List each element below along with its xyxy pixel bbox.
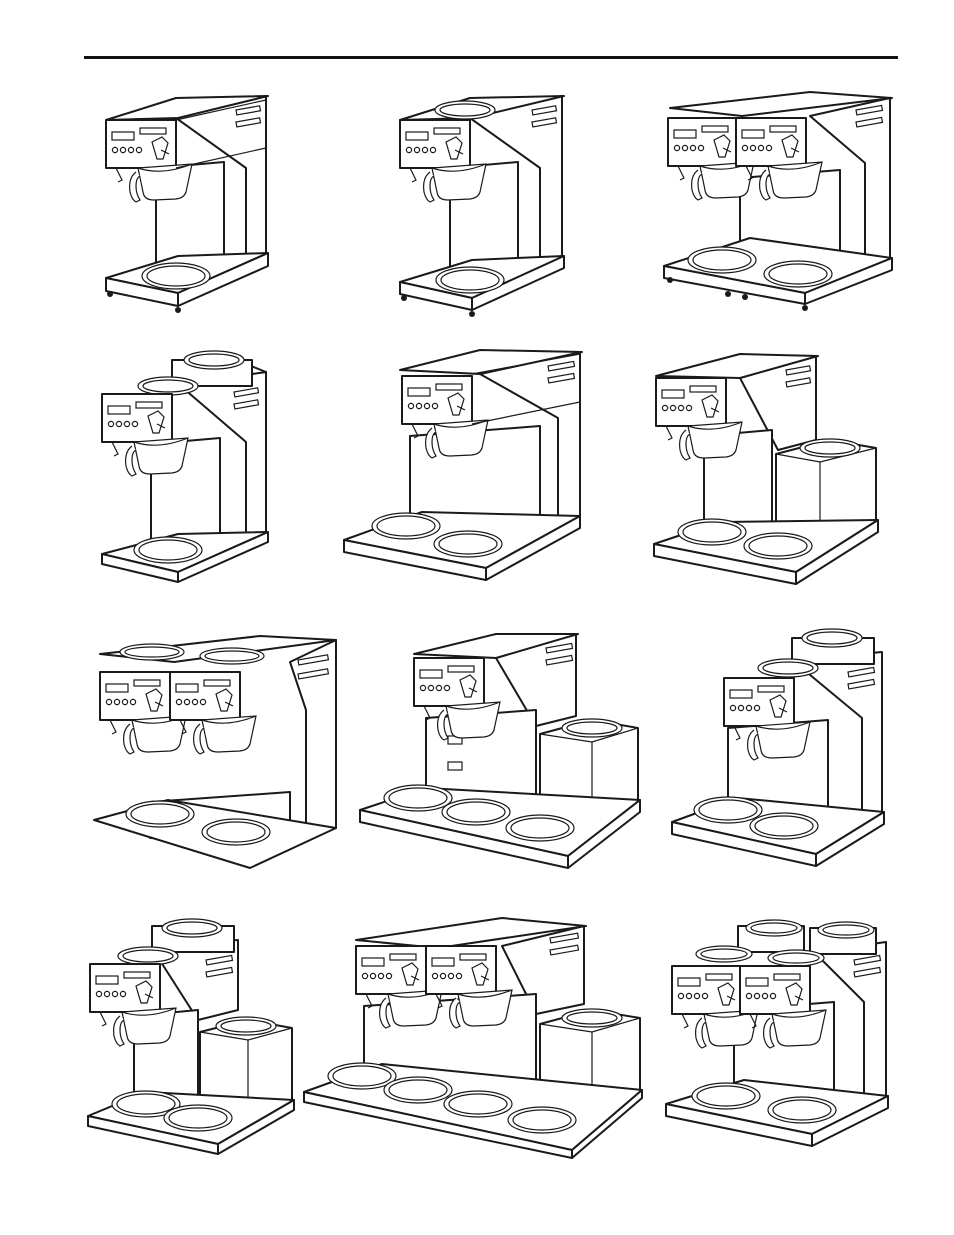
coffee-brewer-icon [340, 346, 586, 586]
header-rule [84, 56, 898, 59]
brewer-figure-4 [96, 352, 282, 584]
coffee-brewer-icon [668, 632, 890, 868]
brewer-figure-12 [664, 920, 892, 1156]
brewer-figure-10 [86, 920, 298, 1156]
brewer-figure-8 [356, 630, 646, 870]
coffee-brewer-icon [356, 630, 646, 870]
brewer-figure-9 [668, 632, 890, 868]
coffee-brewer-icon [664, 920, 892, 1156]
coffee-brewer-icon [90, 632, 342, 872]
coffee-brewer-icon [650, 350, 886, 586]
brewer-figure-6 [650, 350, 886, 586]
coffee-brewer-icon [390, 88, 576, 318]
coffee-brewer-icon [660, 88, 895, 314]
brewer-figure-5 [340, 346, 586, 586]
coffee-brewer-icon [302, 914, 646, 1158]
brewer-figure-3 [660, 88, 895, 314]
brewer-figure-11 [302, 914, 646, 1158]
brewer-figure-7 [90, 632, 342, 872]
brewer-figure-1 [96, 88, 282, 314]
brewer-figure-2 [390, 88, 576, 318]
coffee-brewer-icon [96, 88, 282, 314]
coffee-brewer-icon [96, 352, 282, 584]
coffee-brewer-icon [86, 920, 298, 1156]
